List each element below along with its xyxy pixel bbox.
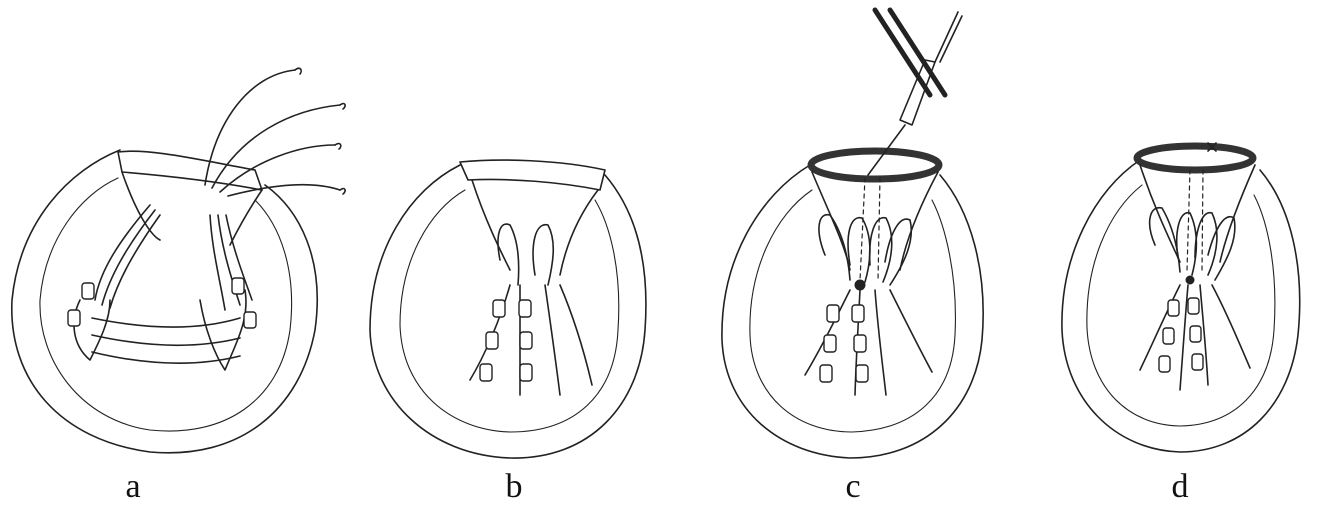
- panel-d-inner-wall: [1087, 185, 1275, 426]
- panel-a-label: a: [113, 468, 153, 506]
- panel-a: a: [0, 0, 360, 517]
- panel-c: c: [700, 0, 1020, 517]
- panel-b-drawing: [360, 0, 680, 470]
- panel-b-inner-wall: [400, 190, 619, 432]
- panel-b: b: [360, 0, 680, 517]
- panel-c-drawing: [700, 0, 1020, 470]
- panel-c-knot: [855, 280, 865, 290]
- panel-b-outer-wall: [370, 165, 646, 458]
- panel-a-outer-wall: [12, 150, 317, 453]
- panel-c-label: c: [833, 468, 873, 506]
- panel-b-annulus: [460, 160, 605, 190]
- panel-a-drawing: [0, 0, 360, 470]
- panel-d-outer-wall: [1062, 160, 1300, 452]
- panel-b-label: b: [494, 468, 534, 506]
- panel-d-knot: [1186, 276, 1194, 284]
- panel-d-label: d: [1160, 468, 1200, 506]
- panel-d-annuloplasty-ring: [1137, 146, 1253, 170]
- panel-d-drawing: [1040, 0, 1319, 470]
- panel-d: d: [1040, 0, 1319, 517]
- panel-a-annulus: [118, 151, 262, 190]
